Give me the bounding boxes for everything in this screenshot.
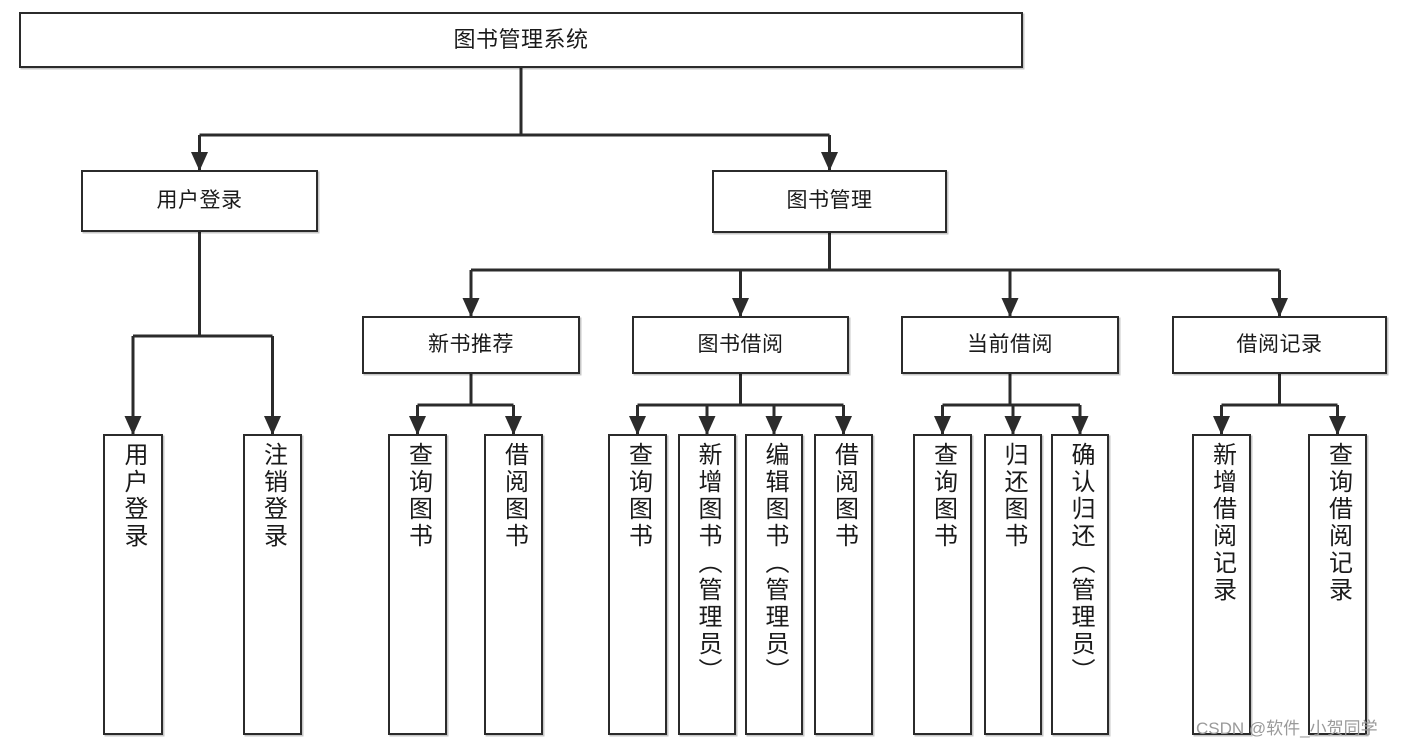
- node-root[interactable]: 图书管理系统: [19, 12, 1023, 68]
- leaf-query-borrow-record-label: 查询借阅记录: [1324, 442, 1352, 604]
- leaf-query-book-borrow-label: 查询图书: [624, 442, 652, 550]
- leaf-return-book-label: 归还图书: [1000, 442, 1027, 550]
- leaf-borrow-book-recommend-label: 借阅图书: [500, 442, 528, 550]
- leaf-query-book-current[interactable]: 查询图书: [913, 434, 972, 735]
- node-new-book-recommend-label: 新书推荐: [428, 332, 514, 356]
- leaf-user-login[interactable]: 用户登录: [103, 434, 163, 735]
- leaf-borrow-book-recommend[interactable]: 借阅图书: [484, 434, 543, 735]
- node-new-book-recommend[interactable]: 新书推荐: [362, 316, 580, 374]
- leaf-logout[interactable]: 注销登录: [243, 434, 302, 735]
- leaf-query-book-recommend-label: 查询图书: [404, 442, 432, 550]
- leaf-confirm-return-admin-label: 确认归还（管理员）: [1067, 442, 1094, 685]
- node-book-management[interactable]: 图书管理: [712, 170, 947, 233]
- leaf-return-book[interactable]: 归还图书: [984, 434, 1042, 735]
- leaf-borrow-book-label: 借阅图书: [830, 442, 858, 550]
- leaf-borrow-book[interactable]: 借阅图书: [814, 434, 873, 735]
- node-user-login-label: 用户登录: [156, 188, 243, 212]
- node-current-borrow[interactable]: 当前借阅: [901, 316, 1119, 374]
- leaf-confirm-return-admin[interactable]: 确认归还（管理员）: [1051, 434, 1109, 735]
- node-borrow-record-label: 借阅记录: [1236, 332, 1323, 356]
- leaf-user-login-label: 用户登录: [120, 442, 147, 550]
- node-book-borrow-label: 图书借阅: [697, 332, 784, 356]
- leaf-query-book-borrow[interactable]: 查询图书: [608, 434, 667, 735]
- node-borrow-record[interactable]: 借阅记录: [1172, 316, 1387, 374]
- leaf-add-book-admin-label: 新增图书（管理员）: [694, 442, 721, 685]
- leaf-query-book-current-label: 查询图书: [929, 442, 957, 550]
- leaf-query-book-recommend[interactable]: 查询图书: [388, 434, 447, 735]
- leaf-add-book-admin[interactable]: 新增图书（管理员）: [678, 434, 736, 735]
- leaf-add-borrow-record[interactable]: 新增借阅记录: [1192, 434, 1251, 735]
- leaf-query-borrow-record[interactable]: 查询借阅记录: [1308, 434, 1367, 735]
- leaf-add-borrow-record-label: 新增借阅记录: [1208, 442, 1236, 604]
- node-book-management-label: 图书管理: [786, 189, 873, 213]
- node-current-borrow-label: 当前借阅: [967, 332, 1053, 356]
- leaf-logout-label: 注销登录: [259, 442, 287, 550]
- node-root-label: 图书管理系统: [453, 27, 589, 53]
- node-book-borrow[interactable]: 图书借阅: [632, 316, 849, 374]
- node-user-login[interactable]: 用户登录: [81, 170, 318, 232]
- leaf-edit-book-admin[interactable]: 编辑图书（管理员）: [745, 434, 803, 735]
- leaf-edit-book-admin-label: 编辑图书（管理员）: [761, 442, 788, 685]
